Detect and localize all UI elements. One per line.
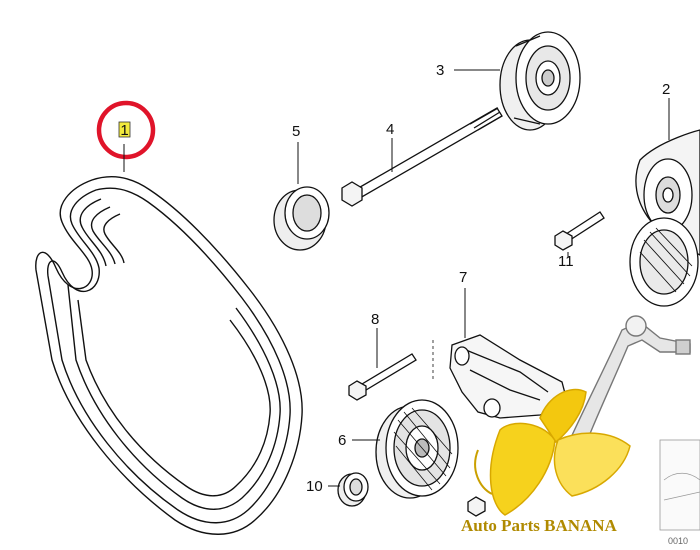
part-7-bracket[interactable] [449,334,569,419]
callout-8[interactable]: 8 [371,311,379,328]
part-10-small-cap[interactable] [337,472,369,507]
callout-1[interactable]: 1 [120,122,128,139]
part-5-cap[interactable] [273,186,330,251]
part-bolt-bottom [467,496,486,517]
part-4-long-bolt[interactable] [341,107,503,207]
part-3-idler-pulley[interactable] [499,31,581,131]
label-box [118,121,131,138]
part-11-bolt[interactable] [554,211,605,251]
thumbnail-fragment [659,439,700,531]
watermark-brand: Auto Parts BANANA [461,516,618,535]
drive-belt[interactable] [35,176,303,535]
callout-11[interactable]: 11 [558,253,574,270]
callout-10[interactable]: 10 [306,478,323,495]
callout-5[interactable]: 5 [292,123,300,140]
callout-6[interactable]: 6 [338,432,346,449]
callout-2[interactable]: 2 [662,81,670,98]
highlight-circle [96,100,156,160]
part-1-highlight: 1 [96,100,156,172]
banana-logo [474,388,631,516]
figure-code: 0010 [668,536,688,546]
part-8-bolt[interactable] [348,353,417,401]
callout-4[interactable]: 4 [386,121,394,138]
part-2-tensioner[interactable] [629,129,700,307]
part-6-pulley[interactable] [375,399,459,499]
callout-7[interactable]: 7 [459,269,467,286]
callout-3[interactable]: 3 [436,62,444,79]
